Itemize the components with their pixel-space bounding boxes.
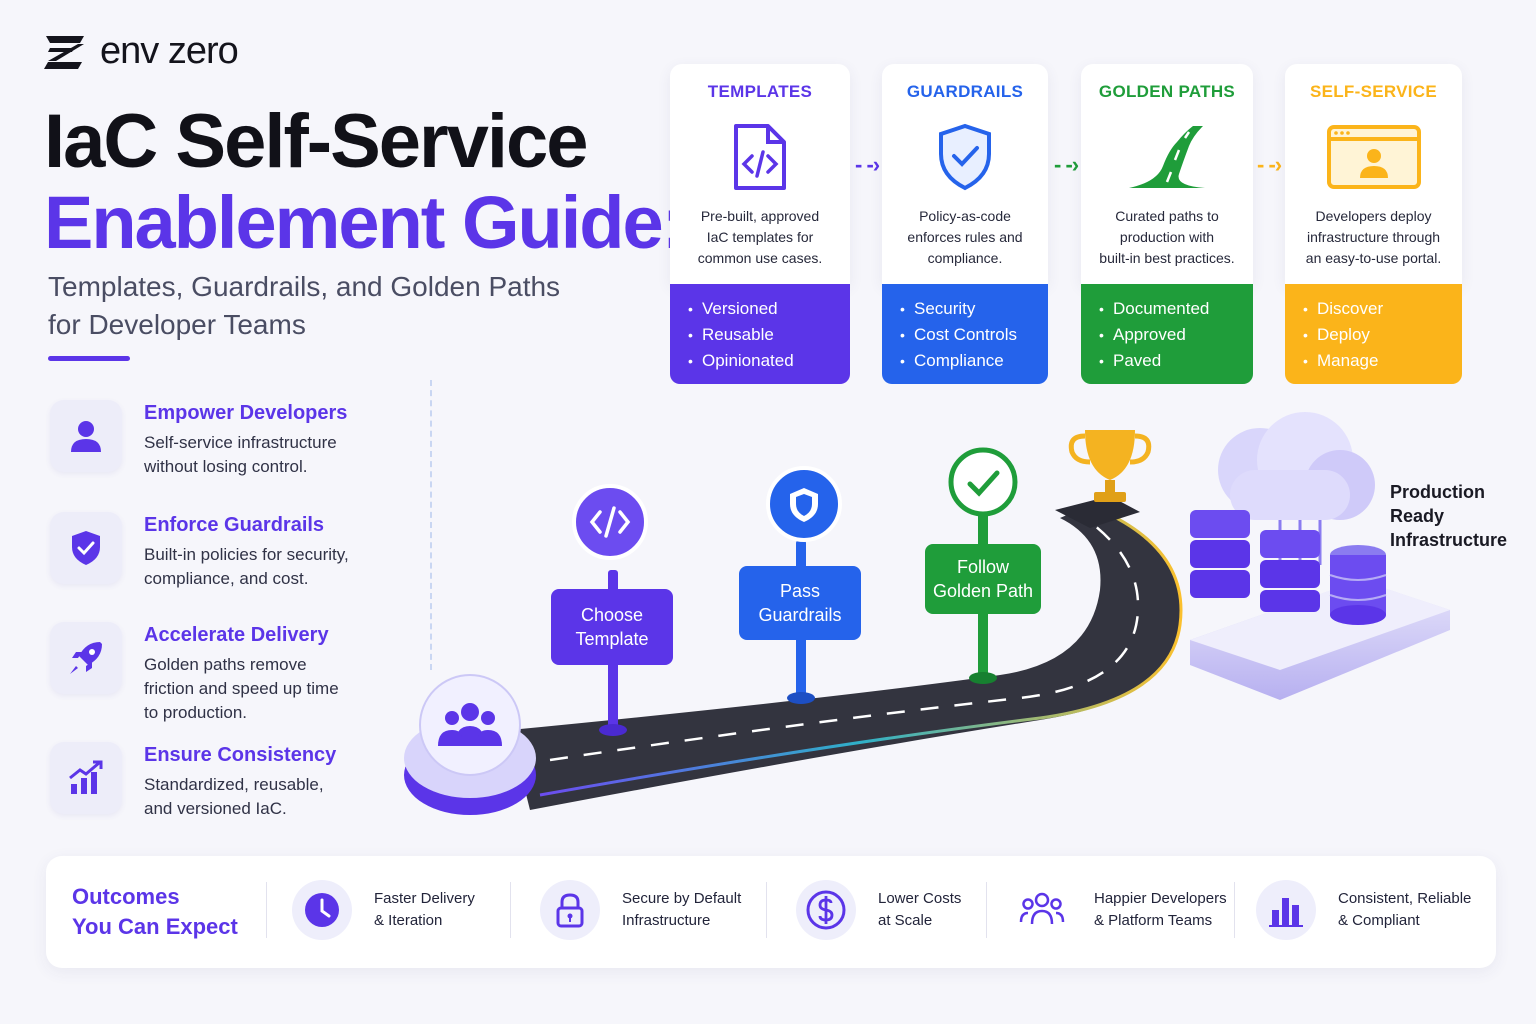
bar-chart-icon <box>1256 880 1316 940</box>
outcomes-bar: Outcomes You Can Expect Faster Delivery&… <box>46 856 1496 968</box>
shield-check-icon <box>50 512 122 584</box>
server-icon <box>1190 510 1320 612</box>
card-features: DiscoverDeployManage <box>1285 284 1462 384</box>
feature-item: Discover <box>1303 296 1444 322</box>
feature-item: Versioned <box>688 296 832 322</box>
road-icon <box>1081 118 1253 196</box>
growth-chart-icon <box>50 742 122 814</box>
card-title: GUARDRAILS <box>906 82 1024 101</box>
sign-pass-guardrails: Pass Guardrails <box>739 566 861 640</box>
feature-item: Paved <box>1099 348 1235 374</box>
outcome-faster-delivery: Faster Delivery& Iteration <box>292 878 475 942</box>
benefit-title: Accelerate Delivery <box>144 624 329 646</box>
card-title: SELF-SERVICE <box>1309 82 1438 101</box>
benefit-title: Empower Developers <box>144 402 348 424</box>
benefit-ensure-consistency: Ensure Consistency Standardized, reusabl… <box>50 742 430 821</box>
env-zero-logo-icon <box>44 35 84 69</box>
feature-item: Deploy <box>1303 322 1444 348</box>
card-features: VersionedReusableOpinionated <box>670 284 850 384</box>
card-title: GOLDEN PATHS <box>1098 82 1236 101</box>
production-ready-label: Production Ready Infrastructure <box>1390 482 1508 550</box>
brand-name: env zero <box>100 30 239 72</box>
page-title-accent: Enablement Guide: <box>44 181 686 264</box>
divider <box>766 882 767 938</box>
feature-item: Compliance <box>900 348 1030 374</box>
card-title: TEMPLATES <box>707 82 813 101</box>
cloud-icon <box>1218 412 1375 570</box>
benefit-desc: Standardized, reusable,and versioned IaC… <box>144 775 324 818</box>
code-file-icon <box>670 118 850 196</box>
card-features: SecurityCost ControlsCompliance <box>882 284 1048 384</box>
feature-item: Manage <box>1303 348 1444 374</box>
outcomes-heading: Outcomes You Can Expect <box>72 884 238 939</box>
dollar-icon <box>796 880 856 940</box>
subtitle-line: for Developer Teams <box>48 309 306 340</box>
clock-icon <box>292 880 352 940</box>
arrow-right-icon: - -› <box>1257 152 1282 177</box>
portal-user-icon <box>1285 118 1462 196</box>
user-icon <box>50 400 122 472</box>
feature-item: Opinionated <box>688 348 832 374</box>
benefit-title: Ensure Consistency <box>144 744 337 766</box>
feature-item: Security <box>900 296 1030 322</box>
divider <box>266 882 267 938</box>
rocket-icon <box>50 622 122 694</box>
subtitle-line: Templates, Guardrails, and Golden Paths <box>48 271 561 302</box>
page-title: IaC Self-Service <box>44 99 589 184</box>
trophy-icon <box>1068 430 1152 502</box>
feature-item: Documented <box>1099 296 1235 322</box>
check-icon <box>948 447 1018 517</box>
sign-choose-template: Choose Template <box>551 589 673 665</box>
outcome-happier-developers: Happier Developers& Platform Teams <box>1012 878 1227 942</box>
shield-check-icon <box>882 118 1048 196</box>
benefit-empower-developers: Empower Developers Self-service infrastr… <box>50 400 430 479</box>
page-subtitle: Templates, Guardrails, and Golden Paths … <box>48 268 608 344</box>
card-features: DocumentedApprovedPaved <box>1081 284 1253 384</box>
team-icon <box>438 703 502 746</box>
feature-item: Approved <box>1099 322 1235 348</box>
outcome-consistent-reliable: Consistent, Reliable& Compliant <box>1256 878 1471 942</box>
database-icon <box>1329 545 1387 625</box>
arrow-right-icon: - -› <box>1054 152 1079 177</box>
road-surface <box>510 505 1181 810</box>
brand-logo: env zero <box>44 30 239 73</box>
divider <box>510 882 511 938</box>
benefit-title: Enforce Guardrails <box>144 514 325 536</box>
arrow-right-icon: - -› <box>855 152 880 177</box>
trophy-podium <box>1055 496 1140 528</box>
feature-item: Cost Controls <box>900 322 1030 348</box>
feature-item: Reusable <box>688 322 832 348</box>
lock-icon <box>540 880 600 940</box>
benefit-desc: Built-in policies for security,complianc… <box>144 545 349 588</box>
road-glow-edge <box>539 508 1183 797</box>
benefit-enforce-guardrails: Enforce Guardrails Built-in policies for… <box>50 512 430 591</box>
dashed-divider <box>430 380 432 670</box>
road-lane-marks <box>549 521 1140 762</box>
sign-follow-golden-path: Follow Golden Path <box>925 544 1041 614</box>
team-icon <box>1012 880 1072 940</box>
divider <box>1234 882 1235 938</box>
title-underline <box>48 356 130 361</box>
divider <box>986 882 987 938</box>
